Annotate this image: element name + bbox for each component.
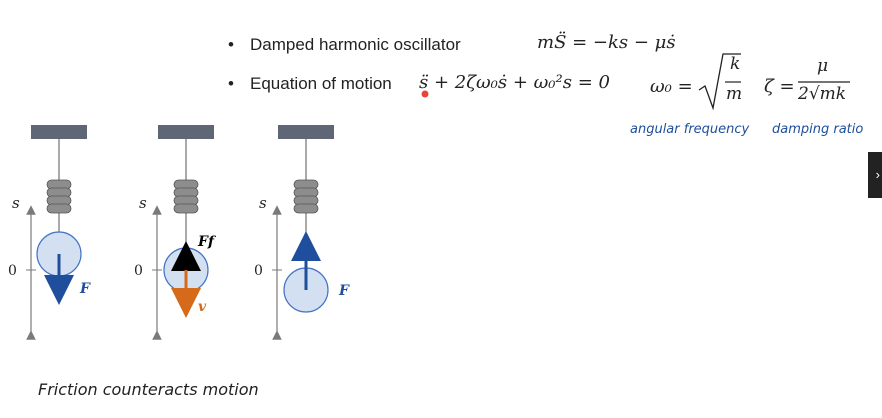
omega-numerator: k bbox=[730, 54, 741, 74]
velocity-label: v bbox=[198, 299, 207, 315]
bullet-dot: • bbox=[228, 74, 234, 93]
ceiling-block bbox=[31, 125, 87, 139]
zeta-lhs: ζ = bbox=[764, 76, 795, 97]
damping-ratio-annotation: damping ratio bbox=[772, 122, 864, 137]
omega-lhs: ω₀ = bbox=[650, 76, 693, 97]
panel-3 bbox=[272, 125, 334, 340]
bullet-text: Damped harmonic oscillator bbox=[250, 35, 461, 54]
zeta-numerator: μ bbox=[817, 56, 829, 76]
spring bbox=[46, 179, 72, 214]
panel-1 bbox=[26, 125, 87, 340]
friction-force-label: Ff bbox=[197, 234, 217, 250]
omega-denominator: m bbox=[726, 84, 743, 104]
force-law-equation: mS̈ = −ks − μṡ bbox=[537, 32, 676, 53]
bullet-dot: • bbox=[228, 35, 234, 54]
axis-label-s: s bbox=[139, 194, 147, 212]
zeta-fraction-bar bbox=[798, 81, 850, 83]
side-panel-toggle[interactable]: › bbox=[868, 152, 882, 198]
panel-2 bbox=[152, 125, 214, 340]
ceiling-block bbox=[278, 125, 334, 139]
force-label: F bbox=[79, 281, 91, 297]
axis-label-s: s bbox=[259, 194, 267, 212]
force-label: F bbox=[338, 283, 350, 299]
axis-label-zero: 0 bbox=[254, 263, 263, 279]
motion-equation: s̈ + 2ζω₀ṡ + ω₀²s = 0 bbox=[419, 72, 610, 93]
axis-label-s: s bbox=[12, 194, 20, 212]
zeta-denominator: 2√mk bbox=[798, 84, 847, 104]
sqrt-symbol bbox=[698, 53, 741, 111]
angular-frequency-annotation: angular frequency bbox=[630, 122, 750, 137]
spring bbox=[293, 179, 319, 214]
axis-label-zero: 0 bbox=[8, 263, 17, 279]
bullet-text: Equation of motion bbox=[250, 74, 392, 93]
spring bbox=[173, 179, 199, 214]
laser-pointer-dot bbox=[421, 90, 429, 98]
caption: Friction counteracts motion bbox=[38, 380, 259, 399]
ceiling-block bbox=[158, 125, 214, 139]
axis-label-zero: 0 bbox=[134, 263, 143, 279]
chevron-right-icon: › bbox=[875, 167, 880, 182]
